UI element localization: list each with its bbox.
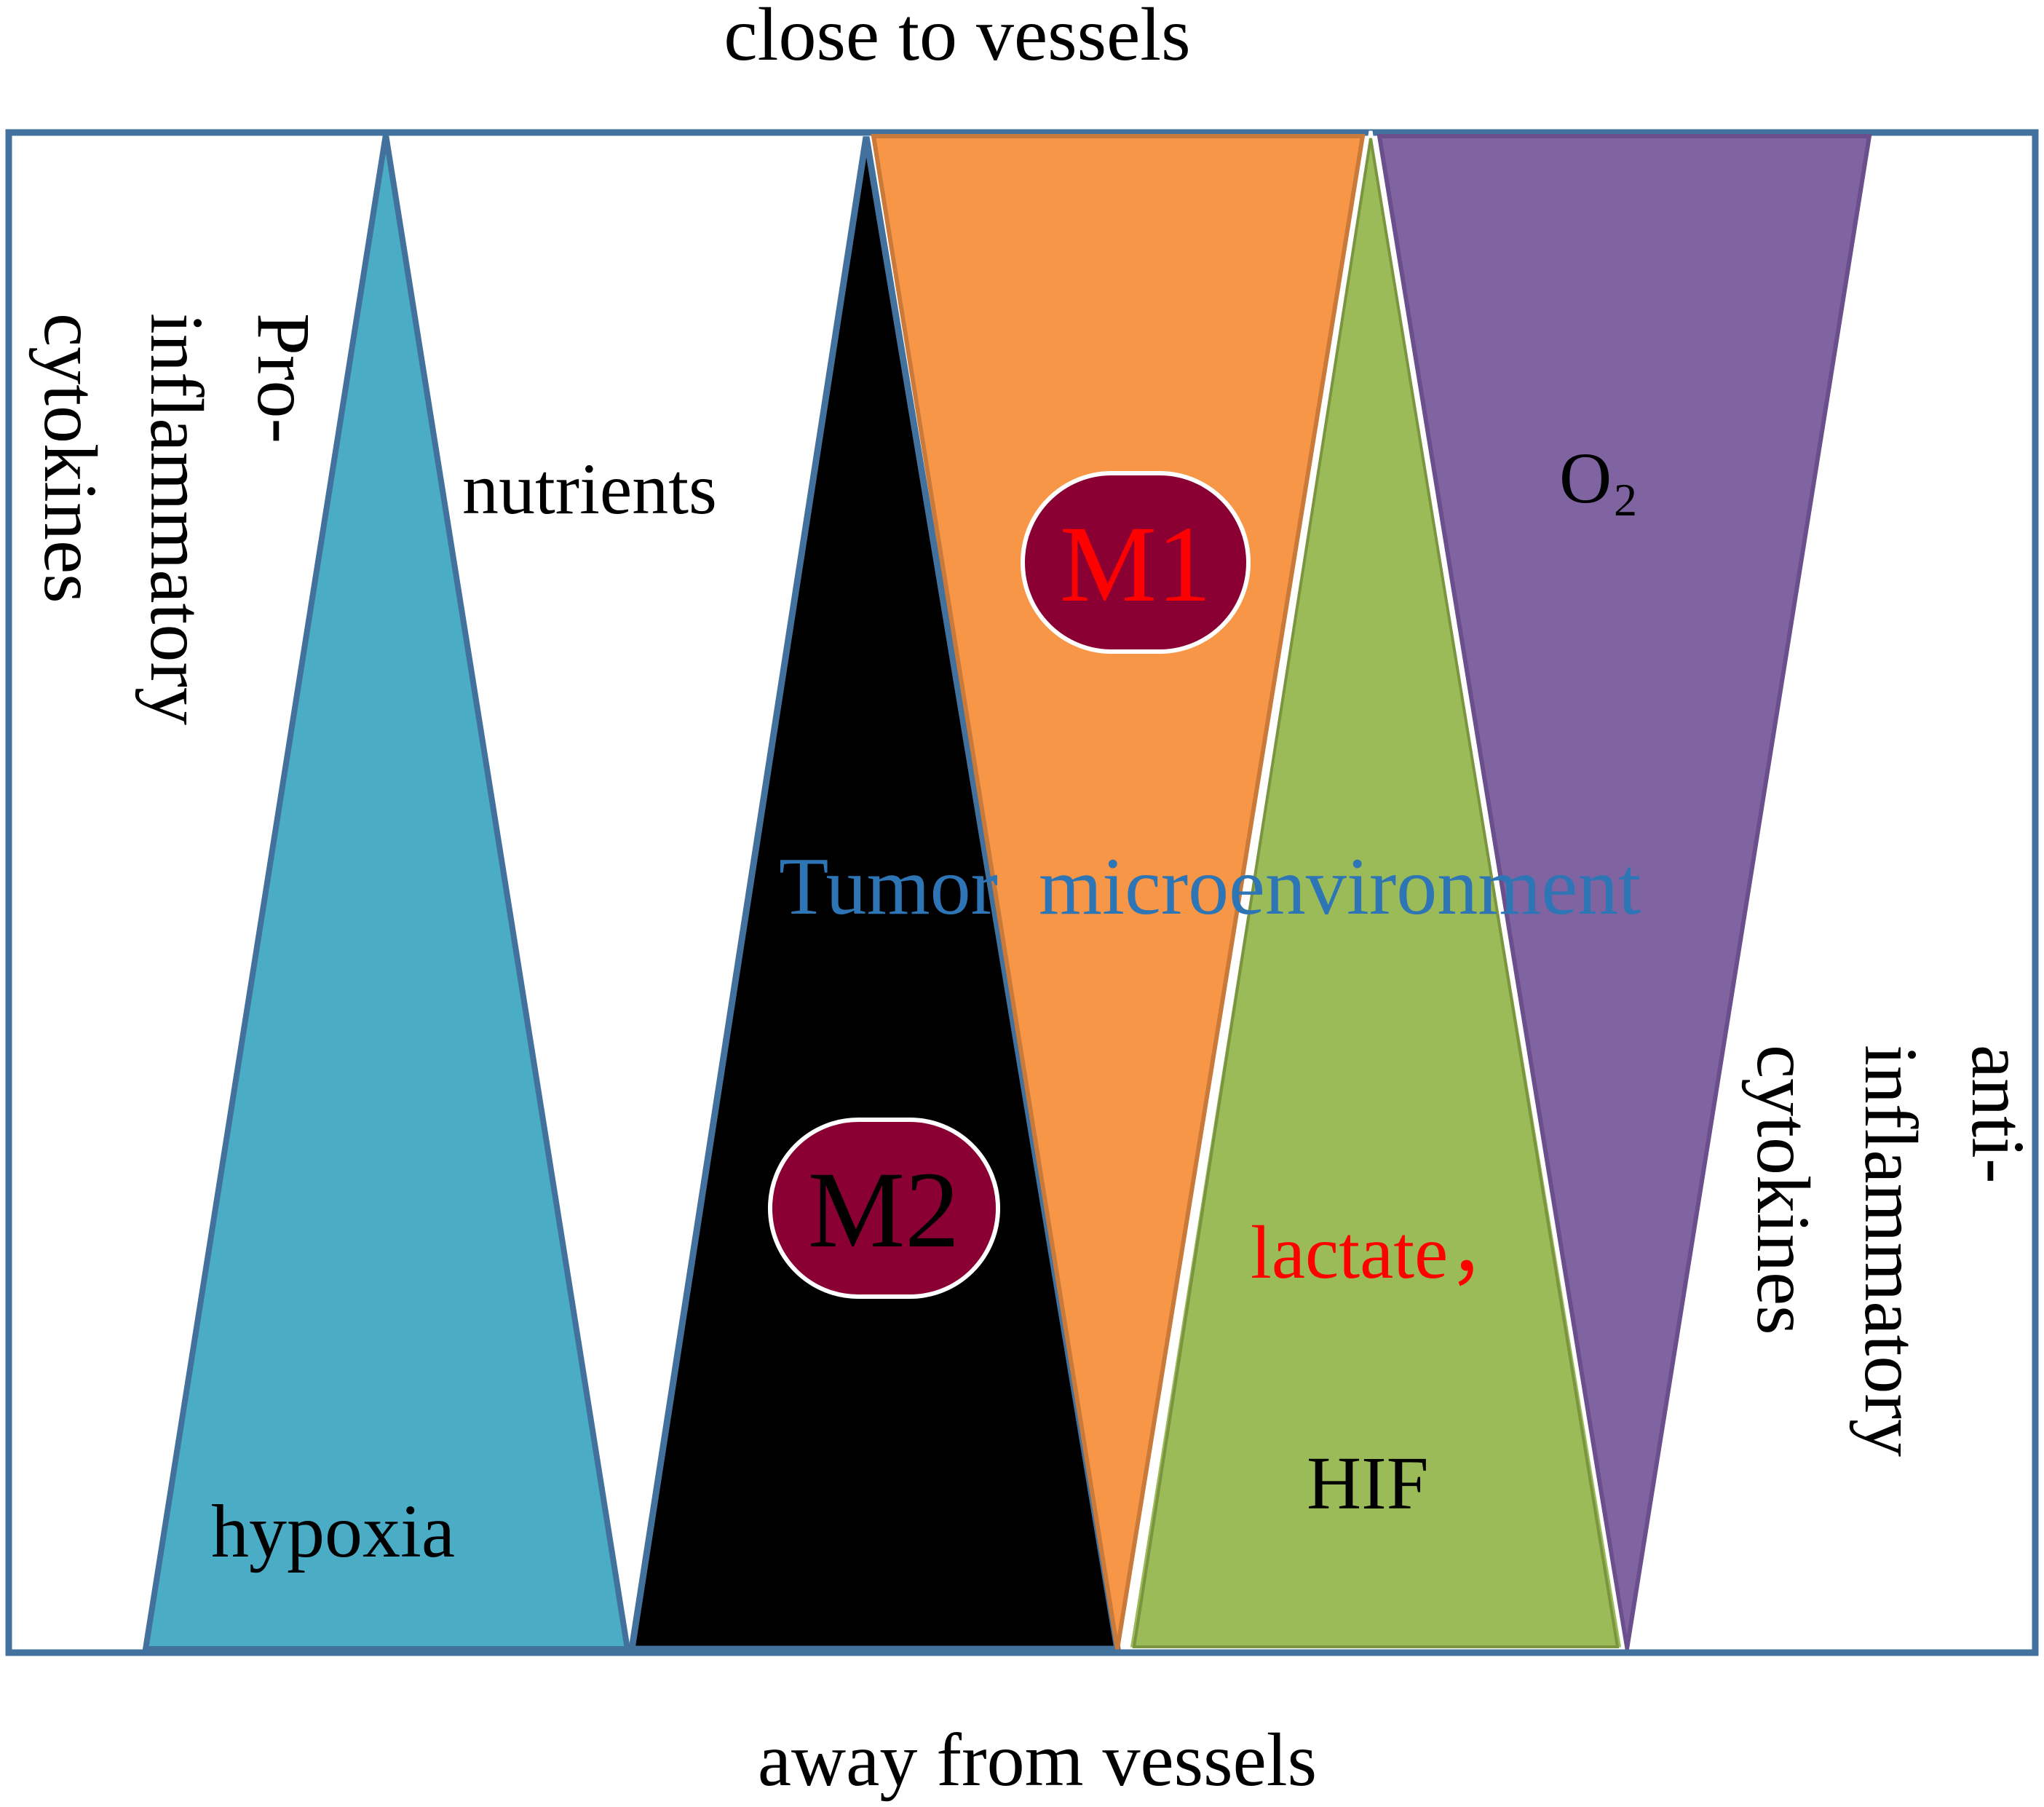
pro-label-line-1: Pro- [242, 313, 325, 443]
m2-macrophage-shape [768, 1118, 1000, 1299]
top-label: close to vessels [724, 0, 1190, 76]
oxygen-label-subscript: 2 [1614, 474, 1637, 526]
oxygen-label-base: O [1559, 438, 1612, 518]
bottom-label: away from vessels [758, 1718, 1317, 1802]
nutrients-label: nutrients [462, 448, 717, 529]
hif-gradient-triangle-outline [1132, 138, 1620, 1648]
pro-label-line-2: inflammatory [135, 313, 218, 725]
hypoxia-gradient-triangle [142, 134, 631, 1652]
oxygen-label: O 2 [1559, 438, 1637, 526]
anti-inflammatory-cytokines-label: anti- inflammatory cytokines [1741, 1045, 2040, 1457]
oxygen-gradient-triangle [1376, 134, 1872, 1650]
m1-label: M1 [1060, 504, 1211, 625]
tumor-microenvironment-label: Tumor microenvironment [779, 842, 1641, 932]
m1-macrophage-shape [1021, 471, 1251, 654]
lactate-label: lactate， [1251, 1211, 1524, 1294]
m1-gradient-triangle [871, 134, 1366, 1650]
pro-inflammatory-cytokines-label: Pro- inflammatory cytokines [28, 313, 325, 725]
pro-label-line-3: cytokines [28, 313, 112, 604]
hif-label: HIF [1307, 1442, 1429, 1525]
anti-label-line-1: anti- [1956, 1045, 2040, 1184]
hif-gradient-triangle [1126, 130, 1625, 1651]
m2-label: M2 [808, 1150, 959, 1270]
nutrients-gradient-triangle [627, 136, 1122, 1653]
anti-label-line-2: inflammatory [1849, 1045, 1933, 1457]
anti-label-line-3: cytokines [1741, 1045, 1825, 1335]
hypoxia-label: hypoxia [211, 1490, 455, 1573]
